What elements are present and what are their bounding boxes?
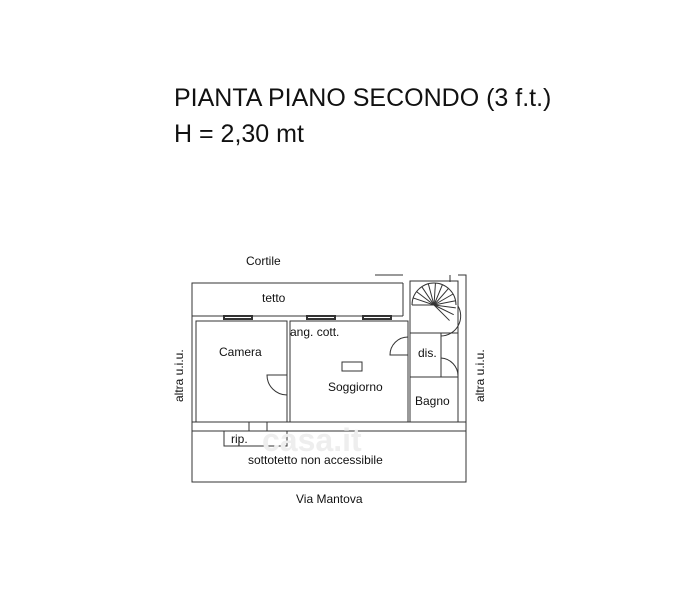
walls xyxy=(191,274,467,483)
watermark: casa.it xyxy=(262,422,362,458)
label-via-mantova: Via Mantova xyxy=(296,492,363,506)
doors xyxy=(266,305,462,396)
label-camera: Camera xyxy=(219,345,262,359)
label-rip: rip. xyxy=(231,432,248,446)
label-ang-cott: ang. cott. xyxy=(290,325,339,339)
spiral-staircase-icon xyxy=(411,282,457,321)
ceiling-height: H = 2,30 mt xyxy=(174,120,304,148)
stair-tread xyxy=(413,297,435,306)
plan-title: PIANTA PIANO SECONDO (3 f.t.) xyxy=(174,84,552,112)
windows xyxy=(223,315,392,320)
label-soggiorno: Soggiorno xyxy=(328,380,383,394)
stair-tread xyxy=(433,304,456,309)
stair-tread xyxy=(416,291,435,306)
stair-tread xyxy=(433,283,436,306)
label-cortile: Cortile xyxy=(246,254,281,268)
label-dis: dis. xyxy=(418,346,437,360)
label-west-unit: altra u.i.u. xyxy=(172,349,186,402)
label-tetto: tetto xyxy=(262,291,286,305)
stair-tread xyxy=(421,286,435,306)
label-bagno: Bagno xyxy=(415,394,450,408)
stair-tread xyxy=(433,304,454,316)
stair-tread xyxy=(433,284,443,306)
stair-tread xyxy=(433,293,454,306)
label-east-unit: altra u.i.u. xyxy=(473,349,487,402)
stair-tread xyxy=(433,304,450,321)
stair-tread xyxy=(427,283,435,306)
label-sottotetto: sottotetto non accessibile xyxy=(248,453,383,467)
table-icon xyxy=(341,361,363,372)
stair-tread xyxy=(433,300,456,306)
stair-tread xyxy=(433,288,449,306)
